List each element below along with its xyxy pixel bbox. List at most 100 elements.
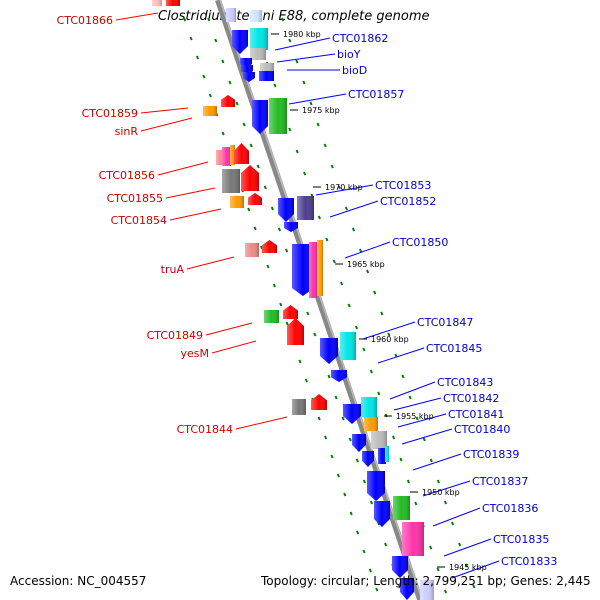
gene-block-lightblue-top-shade <box>250 10 262 22</box>
gene-block-blue-1845-shade <box>331 370 347 382</box>
right-gene-label: CTC01857 <box>348 88 404 101</box>
gene-block-gray-1840 <box>371 431 387 449</box>
gene-block-red-1856-shade <box>234 143 249 164</box>
gene-block-blue-1862a-shade <box>232 30 248 54</box>
dot-mark-right-outer <box>330 164 334 169</box>
gene-block-blue-1839 <box>362 451 374 467</box>
right-connector <box>432 507 481 527</box>
dot-mark-right-outer <box>323 143 327 148</box>
dot-mark-left-inner <box>369 500 374 505</box>
left-connector <box>157 161 209 176</box>
dot-mark-left-outer <box>266 264 270 269</box>
left-connector <box>115 12 159 21</box>
dot-mark-right-outer <box>465 563 469 568</box>
dot-mark-right-inner <box>406 479 410 484</box>
dot-mark-right-outer <box>380 311 384 316</box>
left-gene-label: CTC01854 <box>111 214 167 227</box>
gene-block-orange-1850 <box>317 240 323 296</box>
gene-block-blue-1837 <box>367 471 385 501</box>
dot-mark-left-inner <box>242 122 246 127</box>
dot-mark-right-outer <box>337 185 341 190</box>
dot-mark-right-outer <box>358 248 363 253</box>
gene-block-cyan-1843 <box>361 397 377 417</box>
gene-block-red-1856 <box>234 143 249 164</box>
gene-block-cyan-1847-shade <box>340 332 356 360</box>
left-gene-label: sinR <box>115 125 139 138</box>
dot-mark-left-outer <box>221 131 225 136</box>
gene-block-green-1849 <box>264 310 279 323</box>
dot-mark-left-outer <box>298 359 302 364</box>
dot-mark-right-outer <box>415 416 419 421</box>
gene-block-gray-biod <box>260 63 274 71</box>
gene-block-blue-1833b-shade <box>400 578 414 600</box>
left-connector <box>235 416 288 430</box>
dot-mark-right-inner <box>288 127 292 132</box>
right-connector <box>397 413 447 428</box>
kbp-label: 1950 kbp <box>422 488 460 497</box>
gene-block-cyan-1840-shade <box>385 446 389 462</box>
dot-mark-right-inner <box>354 325 359 330</box>
dot-mark-right-inner <box>362 347 366 352</box>
gene-features <box>152 0 434 600</box>
gene-block-blue-1847 <box>320 338 338 364</box>
right-connector <box>401 428 453 445</box>
dot-mark-left-outer <box>247 207 251 212</box>
right-gene-label: CTC01833 <box>501 555 557 568</box>
gene-block-blue-1840 <box>378 448 386 464</box>
dot-mark-right-outer <box>458 542 462 547</box>
right-gene-label: CTC01841 <box>448 408 504 421</box>
gene-block-red-1849 <box>283 305 298 319</box>
dot-mark-right-outer <box>401 374 405 379</box>
left-gene-label: CTC01855 <box>107 192 163 205</box>
gene-block-orange-1842 <box>364 417 378 431</box>
gene-block-pink-1856-shade <box>216 150 224 165</box>
gene-block-blue-1836-shade <box>374 501 390 527</box>
dot-mark-left-outer <box>343 492 347 497</box>
gene-block-blue-1843-shade <box>343 404 361 424</box>
gene-block-gray-1855 <box>222 169 240 193</box>
dot-mark-right-outer <box>443 500 448 505</box>
gene-block-green-1849-shade <box>264 310 279 323</box>
dot-mark-left-outer <box>317 416 321 421</box>
right-gene-label: CTC01847 <box>417 316 473 329</box>
left-gene-label: CTC01859 <box>82 107 138 120</box>
gene-block-lavender-bottom <box>420 580 434 600</box>
gene-block-red-1854-shade <box>248 193 262 205</box>
gene-block-red-trua <box>262 240 277 253</box>
gene-block-blue-1839-shade <box>362 451 374 467</box>
gene-block-blue-1853 <box>278 198 294 222</box>
dot-mark-left-inner <box>277 227 282 232</box>
dot-mark-right-inner <box>332 259 336 264</box>
dot-mark-right-outer <box>316 122 320 127</box>
dot-mark-right-outer <box>408 395 412 400</box>
gene-block-purple-1852 <box>297 196 314 220</box>
dot-mark-left-outer <box>189 36 193 41</box>
right-gene-label: CTC01836 <box>482 502 538 515</box>
right-connector <box>443 538 492 557</box>
dot-mark-right-inner <box>414 501 418 506</box>
left-connector <box>211 340 257 354</box>
dot-mark-right-outer <box>366 269 370 274</box>
right-gene-label: CTC01837 <box>472 475 528 488</box>
gene-block-gray-1844 <box>292 399 306 415</box>
dot-mark-left-inner <box>270 206 274 211</box>
dot-mark-left-inner <box>341 416 345 421</box>
gene-block-gray-1844-shade <box>292 399 306 415</box>
dot-mark-right-outer <box>472 584 476 589</box>
left-gene-label: CTC01856 <box>99 169 155 182</box>
dot-mark-left-inner <box>355 458 359 463</box>
kbp-label: 1980 kbp <box>283 30 321 39</box>
gene-block-gray-bioy <box>250 48 266 60</box>
right-connector <box>412 453 462 471</box>
gene-block-pink-trua <box>245 243 259 257</box>
dot-mark-left-outer <box>183 17 187 22</box>
right-connector <box>276 53 336 63</box>
dot-mark-right-outer <box>288 38 292 43</box>
dot-mark-left-outer <box>304 378 308 383</box>
gene-block-blue-1853-shade <box>278 198 294 222</box>
right-gene-label: CTC01842 <box>443 392 499 405</box>
dot-mark-right-outer <box>295 59 299 64</box>
dot-mark-left-outer <box>324 435 328 440</box>
right-connector <box>393 397 442 411</box>
